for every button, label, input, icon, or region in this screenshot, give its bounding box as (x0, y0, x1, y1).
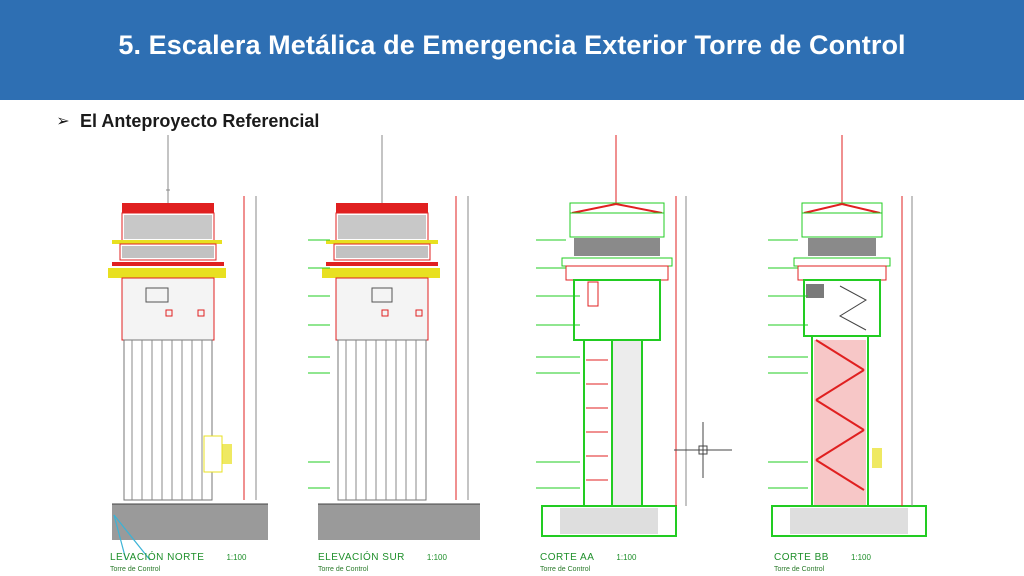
drawing-caption-section-bb: CORTE BB 1:100 Torre de Control (774, 552, 871, 573)
caption-subtitle: Torre de Control (110, 566, 161, 573)
tower-section-aa (536, 135, 732, 537)
drawing-caption-south: ELEVACIÓN SUR 1:100 Torre de Control (318, 552, 447, 573)
caption-scale: 1:100 (426, 553, 447, 562)
caption-scale: 1:100 (850, 553, 871, 562)
drawing-caption-north: LEVACIÓN NORTE 1:100 Torre de Control (110, 552, 246, 573)
tower-section-bb (768, 135, 927, 537)
cad-drawings-image (108, 135, 927, 561)
arrow-bullet-icon: ➢ (56, 113, 70, 130)
bullet-item: ➢ El Anteproyecto Referencial (56, 108, 319, 134)
caption-subtitle: Torre de Control (774, 566, 825, 573)
slide-header: 5. Escalera Metálica de Emergencia Exter… (0, 0, 1024, 100)
slide-title: 5. Escalera Metálica de Emergencia Exter… (118, 30, 906, 60)
caption-subtitle: Torre de Control (318, 566, 369, 573)
tower-elevation-south (308, 135, 480, 540)
caption-title: CORTE AA (540, 552, 595, 563)
caption-scale: 1:100 (616, 553, 637, 562)
tower-elevation-north (108, 135, 268, 561)
drawing-caption-section-aa: CORTE AA 1:100 Torre de Control (540, 552, 636, 573)
caption-title: CORTE BB (774, 552, 829, 563)
bullet-text: El Anteproyecto Referencial (80, 110, 320, 131)
caption-title: LEVACIÓN NORTE (110, 552, 205, 563)
caption-subtitle: Torre de Control (540, 566, 591, 573)
caption-title: ELEVACIÓN SUR (318, 552, 405, 563)
caption-scale: 1:100 (226, 553, 247, 562)
